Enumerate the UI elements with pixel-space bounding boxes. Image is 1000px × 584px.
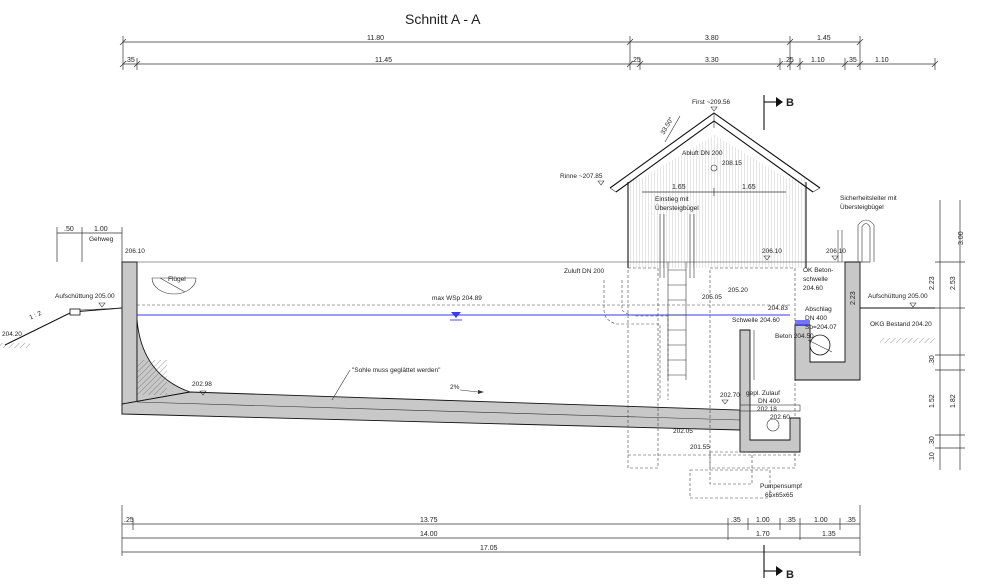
top-dim-row2-7: .35 <box>847 57 857 64</box>
outlet-chamber: Sicherheitsleiter mit Übersteigbügel 206… <box>775 195 935 381</box>
right-dim-300: 3.00 <box>958 231 965 245</box>
lvl-202-98: 202.98 <box>192 381 212 388</box>
lvl-205-20: 205.20 <box>728 287 748 294</box>
aufschuettung-right: Aufschüttung 205.00 <box>868 293 928 300</box>
dim-165-b: 1.65 <box>742 184 756 191</box>
okg-bestand-label: OKG Bestand 204.20 <box>870 321 932 328</box>
lvl-202-60: 202.60 <box>770 414 790 421</box>
top-dim-3: 1.45 <box>817 35 831 42</box>
abschlag-line2: DN 400 <box>805 315 827 322</box>
pump-house: 33.50° First ~209.56 Abluft DN 200 208.1… <box>560 99 821 278</box>
right-dimension-chain: 3.00 2.23 2.53 2.23 .30 1.52 1.82 .30 .1… <box>850 200 965 470</box>
einstieg-line1: Einstieg mit <box>655 196 689 203</box>
lvl-202-70: 202.70 <box>720 392 740 399</box>
lvl-208-15: 208.15 <box>722 160 742 167</box>
bottom-dim-7: .35 <box>846 517 856 524</box>
right-dim-010: .10 <box>929 452 936 462</box>
top-dim-row2-4: 3.30 <box>705 57 719 64</box>
bottom-dim-row2-1: 14.00 <box>420 531 438 538</box>
max-wsp-label: max WSp 204.89 <box>432 295 482 302</box>
top-dim-row2-2: 11.45 <box>375 57 392 64</box>
lvl-202-18: 202.18 <box>757 406 777 413</box>
top-dim-row2-5: .25 <box>784 57 794 64</box>
gepl-zulauf-line2: DN 400 <box>758 398 780 405</box>
so-204-07: So=204.07 <box>805 324 837 331</box>
right-dim-253: 2.53 <box>950 276 957 290</box>
beton-label: Beton 204.50 <box>775 333 814 340</box>
bottom-dim-row2-3: 1.35 <box>822 531 836 538</box>
lvl-205-05: 205.05 <box>702 294 722 301</box>
pumpensumpf-line2: 65x65x65 <box>765 492 794 499</box>
aufschuettung-left: Aufschüttung 205.00 <box>55 293 115 300</box>
bottom-dim-4: 1.00 <box>756 517 770 524</box>
fluegel-label: Flügel <box>168 276 186 283</box>
sicherheitsleiter-line1: Sicherheitsleiter mit <box>840 195 897 202</box>
first-label: First ~209.56 <box>692 99 731 106</box>
gehweg-label: Gehweg <box>89 236 114 243</box>
top-dim-1: 11.80 <box>367 35 384 42</box>
ok-beton-line1: OK Beton- <box>803 267 833 274</box>
bottom-dim-5: .35 <box>786 517 796 524</box>
section-marker-top-label: B <box>786 97 794 109</box>
right-dim-223b: 2.23 <box>850 291 857 305</box>
bottom-dim-3: .35 <box>731 517 741 524</box>
left-terrain: .50 1.00 Gehweg 206.10 Aufschüttung 205.… <box>0 226 145 348</box>
schwelle-label: Schwelle 204.60 <box>732 317 780 324</box>
lvl-206-10-mid: 206.10 <box>762 248 782 255</box>
lvl-202-05: 202.05 <box>673 428 693 435</box>
top-dimension-chain: 11.80 3.80 1.45 .35 11.45 .25 3.30 .25 1… <box>119 35 939 70</box>
top-dim-row2-8: 1.10 <box>875 57 889 64</box>
drawing-title: Schnitt A - A <box>405 11 481 27</box>
inlet-area: Zuluft DN 200 205.20 205.05 204.83 Schwe… <box>564 262 802 499</box>
section-marker-top: B <box>763 95 794 130</box>
bottom-dim-1: .25 <box>124 517 134 524</box>
section-marker-bottom-label: B <box>786 569 794 581</box>
lvl-206-10-left: 206.10 <box>125 248 145 255</box>
gepl-zulauf-line1: gepl. Zulauf <box>746 390 780 397</box>
ok-beton-line2: schwelle <box>803 276 828 283</box>
roof-angle-label: 33.50° <box>659 115 676 136</box>
top-dim-row2-6: 1.10 <box>811 57 825 64</box>
left-dim-100: 1.00 <box>94 226 108 233</box>
sohle-note: "Sohle muss geglättet werden" <box>352 367 441 374</box>
bottom-dim-row3-1: 17.05 <box>480 545 498 552</box>
gradient-label: 2% <box>450 384 460 391</box>
lvl-204-20-left: 204.20 <box>2 331 22 338</box>
rinne-label: Rinne ~207.85 <box>560 173 603 180</box>
left-dim-050: .50 <box>64 226 74 233</box>
bottom-dimension-chain: .25 13.75 .35 1.00 .35 1.00 .35 14.00 1.… <box>121 505 861 556</box>
lvl-206-10-right: 206.10 <box>826 248 846 255</box>
top-dim-row2-3: .25 <box>631 57 641 64</box>
abschlag-line1: Abschlag <box>805 306 832 313</box>
zuluft-label: Zuluft DN 200 <box>564 268 604 275</box>
bottom-dim-row2-2: 1.70 <box>756 531 770 538</box>
abluft-label: Abluft DN 200 <box>682 150 723 157</box>
bottom-dim-6: 1.00 <box>814 517 828 524</box>
top-dim-2: 3.80 <box>705 35 719 42</box>
dim-165-a: 1.65 <box>672 184 686 191</box>
sicherheitsleiter-line2: Übersteigbügel <box>840 203 884 211</box>
right-dim-223a: 2.23 <box>929 276 936 290</box>
lvl-204-60: 204.60 <box>803 285 823 292</box>
pumpensumpf-line1: Pumpensumpf <box>760 483 802 490</box>
lvl-201-55: 201.55 <box>690 444 710 451</box>
slope-label: 1 : 2 <box>28 310 43 322</box>
right-dim-152: 1.52 <box>929 394 936 408</box>
right-dim-030a: .30 <box>929 355 936 365</box>
right-dim-030b: .30 <box>929 436 936 446</box>
section-marker-bottom: B <box>763 545 794 581</box>
top-dim-row2-1: .35 <box>125 57 135 64</box>
right-dim-182: 1.82 <box>950 394 957 408</box>
einstieg-line2: Übersteigbügel <box>655 204 699 212</box>
bottom-dim-2: 13.75 <box>420 517 438 524</box>
lvl-204-83: 204.83 <box>768 305 788 312</box>
